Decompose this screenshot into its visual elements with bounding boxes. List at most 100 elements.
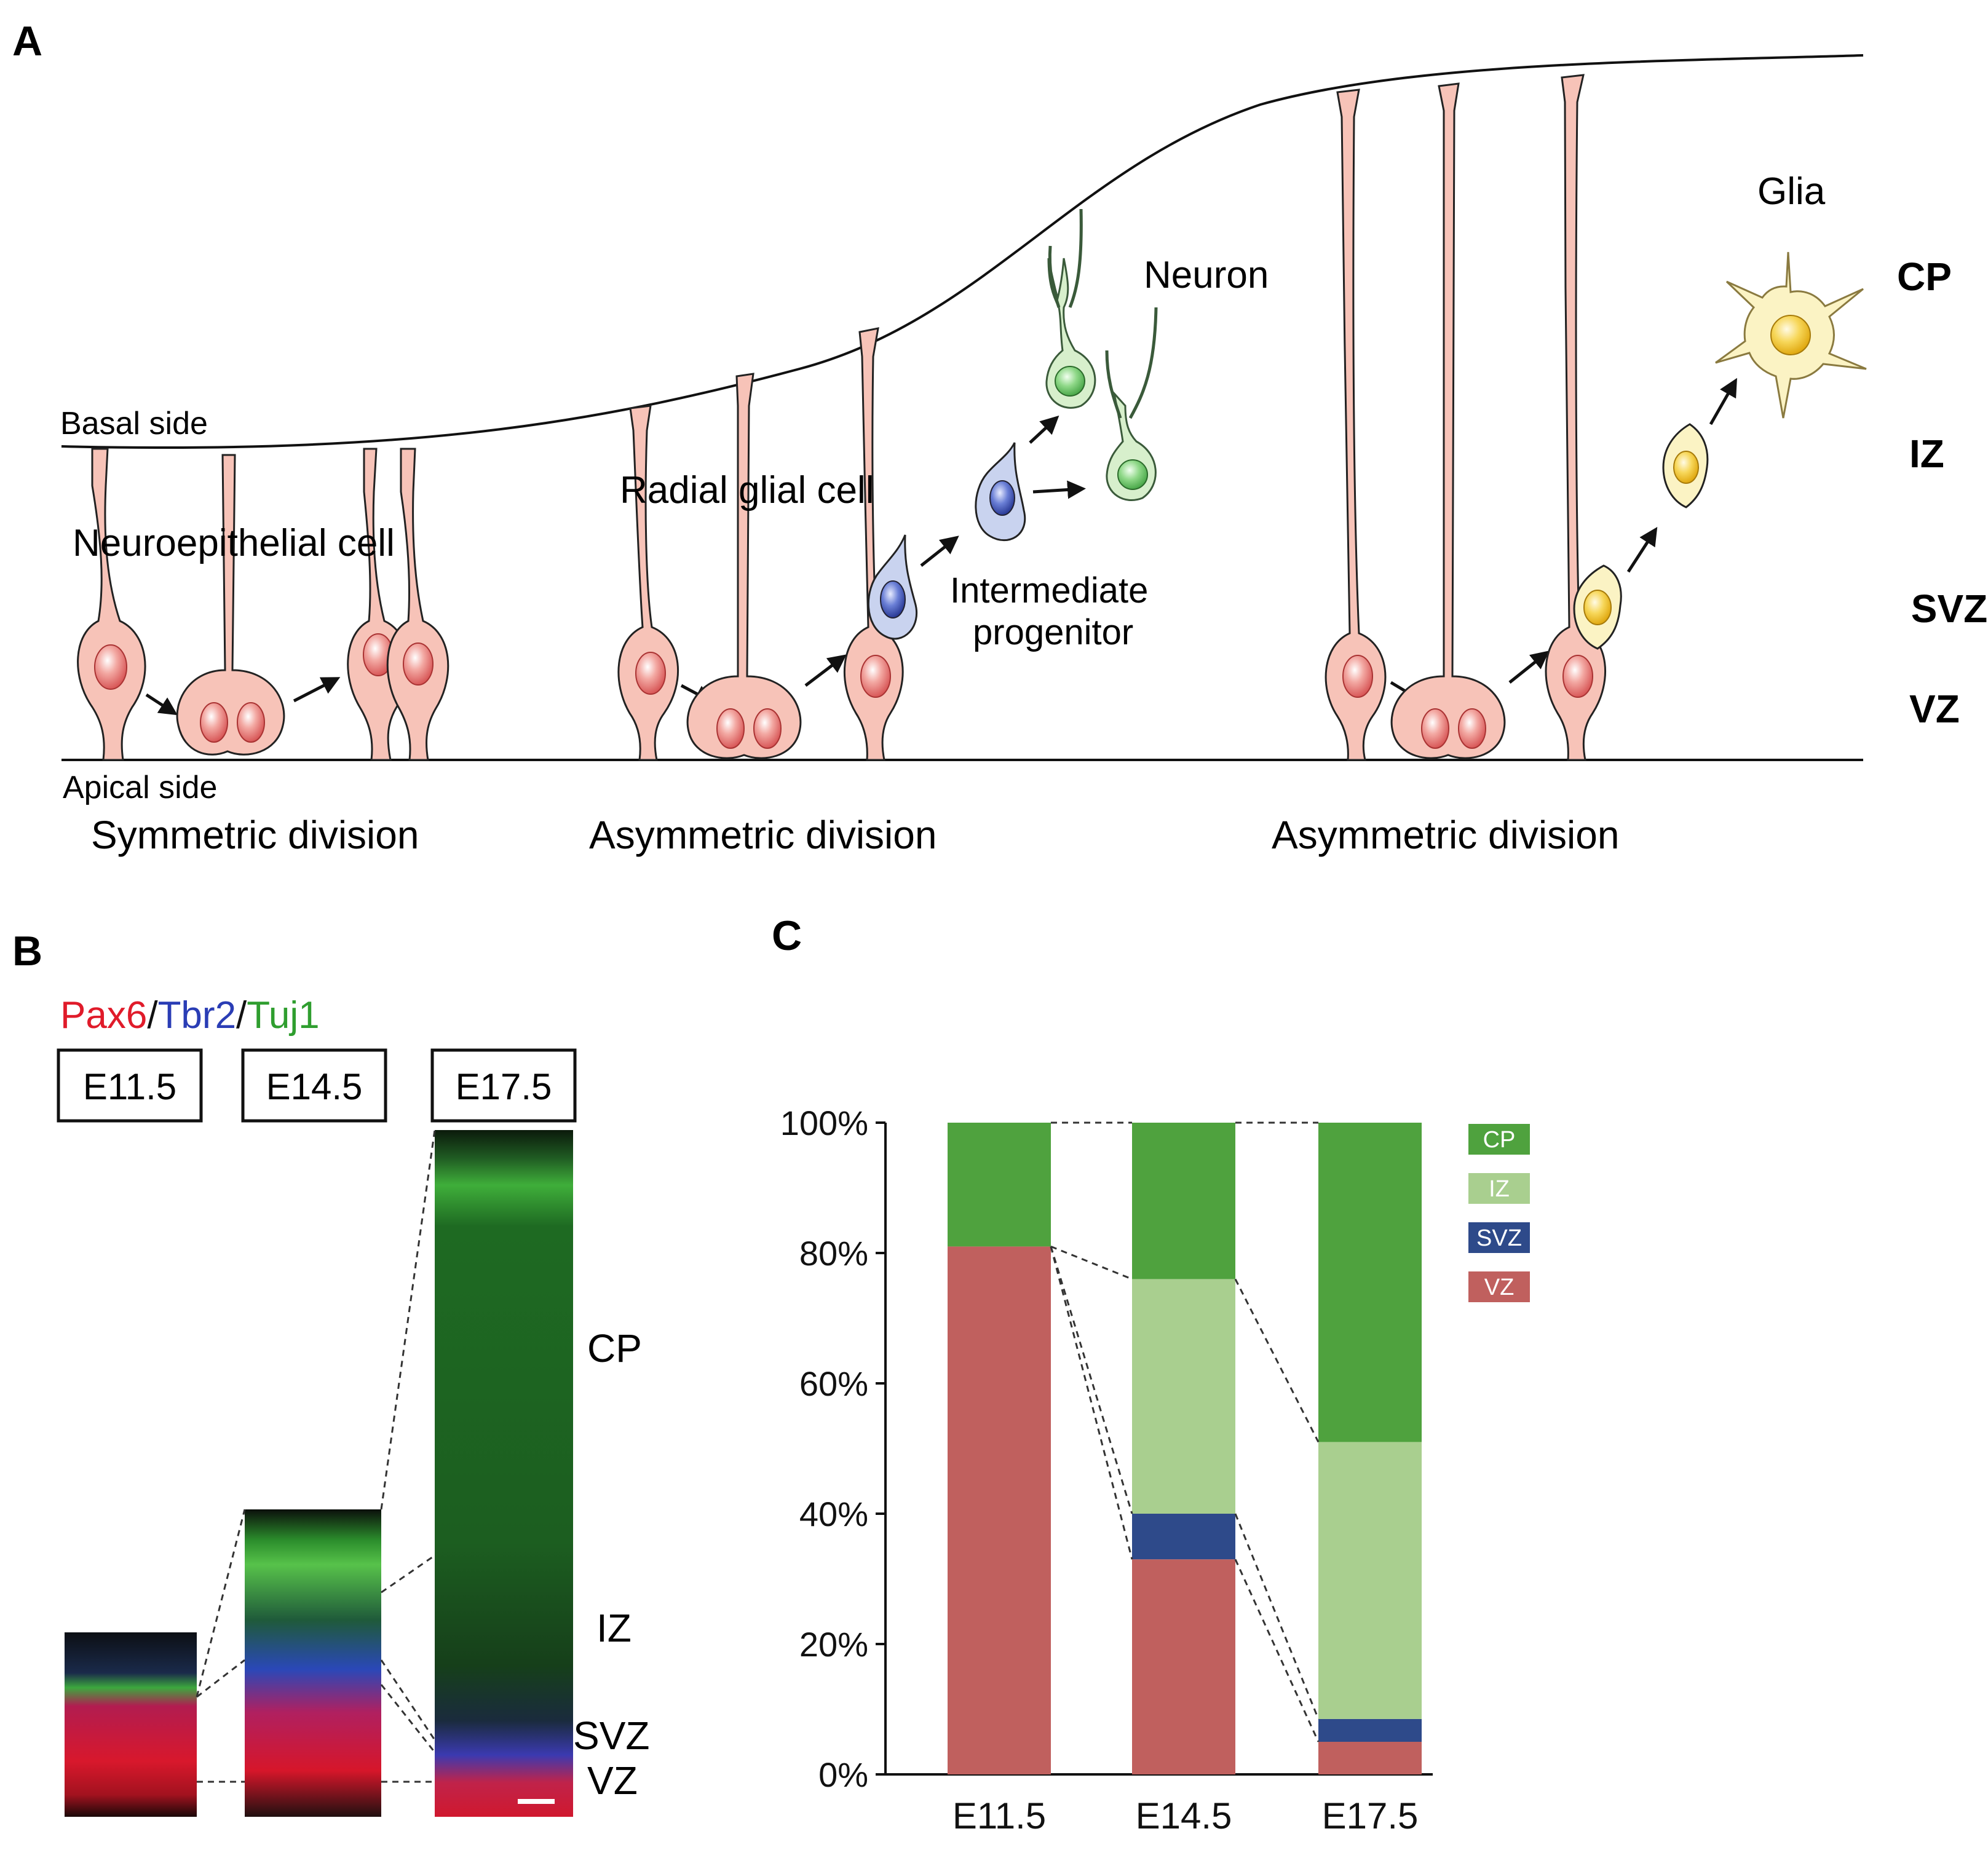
neuroepithelial-cell-left [77, 448, 146, 761]
division-label-asymmetric-2: Asymmetric division [1272, 813, 1619, 857]
apical-side-label: Apical side [63, 770, 217, 805]
micrograph-e11 [65, 1632, 197, 1817]
basal-surface-line [61, 54, 1864, 449]
stage-box-e11 [57, 1048, 203, 1123]
panel-c-letter: C [772, 912, 802, 959]
legend-label-iz: IZ [1489, 1176, 1510, 1202]
b-zone-label-vz: VZ [587, 1758, 638, 1803]
marker-tbr2: Tbr2 [158, 994, 236, 1037]
bar-connector-line [1234, 1278, 1320, 1443]
bar-segment-cp-e175 [1318, 1123, 1422, 1442]
legend-swatch-svz [1468, 1222, 1530, 1253]
radial-glial-label: Radial glial cell [620, 469, 874, 512]
bar-segment-cp-e115 [948, 1123, 1051, 1247]
intermediate-progenitor-label-line1: Intermediate [950, 571, 1148, 611]
legend-label-cp: CP [1483, 1127, 1516, 1153]
marker-sep-2: / [236, 994, 247, 1037]
y-tick-label: 100% [780, 1104, 868, 1142]
radial-glial-cell-1 [617, 405, 679, 761]
panel-a-letter: A [12, 18, 42, 65]
stage-box-e17 [430, 1048, 577, 1123]
bar-segment-svz-e175 [1318, 1718, 1422, 1742]
intermediate-progenitor-cell-1 [867, 534, 917, 640]
intermediate-progenitor-cell-2 [975, 442, 1026, 542]
bar-segment-vz-e115 [948, 1246, 1051, 1774]
stage-label-e17: E17.5 [456, 1066, 552, 1107]
bar-segment-iz-e145 [1132, 1279, 1235, 1514]
glia-label: Glia [1757, 170, 1826, 213]
micrograph-e14 [245, 1509, 381, 1817]
bar-segment-vz-e145 [1132, 1559, 1235, 1774]
arrow-5 [920, 536, 959, 567]
zone-label-svz: SVZ [1911, 587, 1987, 631]
y-tick-label: 40% [799, 1495, 868, 1533]
y-tick-label: 20% [799, 1625, 868, 1664]
arrow-1 [145, 693, 178, 716]
radial-glial-cell-3 [1325, 89, 1387, 761]
arrow-2 [293, 677, 341, 703]
bar-segment-vz-e175 [1318, 1742, 1422, 1774]
y-tick-label: 80% [799, 1234, 868, 1273]
stage-box-e14 [241, 1048, 387, 1123]
dividing-cell-2 [686, 373, 802, 759]
arrow-6 [1029, 415, 1059, 444]
dividing-cell-3 [1390, 82, 1506, 759]
x-tick-label: E17.5 [1322, 1795, 1419, 1836]
panel-b-letter: B [12, 928, 42, 974]
radial-glial-cell-2 [843, 327, 904, 761]
marker-pax6: Pax6 [60, 994, 147, 1037]
stacked-bar-chart: 0% 20% 40% 60% 80% 100% E11.5 E14.5 E17.5 CP IZ SVZ… [780, 1104, 1530, 1836]
marker-sep-1: / [147, 994, 158, 1037]
arrow-4 [804, 654, 847, 687]
neuron-cell-1 [1045, 208, 1096, 409]
marker-tuj1: Tuj1 [247, 994, 319, 1037]
arrow-9 [1508, 650, 1550, 684]
micrograph-connector-lines [196, 1129, 436, 1783]
legend-swatch-cp [1468, 1124, 1530, 1155]
neuron-cell-2 [1105, 307, 1158, 502]
basal-side-label: Basal side [60, 406, 208, 441]
arrow-10 [1626, 526, 1658, 573]
stage-label-e14: E14.5 [266, 1066, 363, 1107]
radial-glial-cell-4 [1545, 74, 1607, 761]
bar-connector-line [1050, 1246, 1133, 1514]
legend-swatch-vz [1468, 1271, 1530, 1302]
neuroepithelial-label: Neuroepithelial cell [73, 522, 395, 564]
b-zone-label-iz: IZ [596, 1606, 632, 1650]
b-zone-label-cp: CP [587, 1326, 642, 1370]
glia-cell [1715, 251, 1867, 419]
neuron-label: Neuron [1144, 254, 1269, 296]
zone-label-iz: IZ [1909, 432, 1944, 476]
dividing-cell-1 [176, 454, 285, 756]
zone-label-cp: CP [1897, 255, 1952, 299]
x-tick-label: E11.5 [952, 1795, 1046, 1836]
intermediate-progenitor-label-line2: progenitor [973, 612, 1133, 652]
bar-connector-line [1234, 1513, 1320, 1720]
glial-progenitor-cell-2 [1662, 423, 1709, 508]
bar-segment-svz-e145 [1132, 1514, 1235, 1560]
micrograph-e17 [435, 1130, 573, 1817]
y-tick-label: 0% [818, 1755, 868, 1794]
y-tick-label: 60% [799, 1364, 868, 1403]
bar-connector-line [1050, 1246, 1133, 1280]
legend-label-svz: SVZ [1476, 1225, 1522, 1251]
arrow-7 [1032, 480, 1086, 499]
panel-b: B Pax6/Tbr2/Tuj1 E11.5 E14.5 E17.5 CP IZ… [12, 928, 649, 1817]
neuroepithelial-cell-pair [347, 448, 449, 761]
arrow-11 [1709, 378, 1737, 425]
bar-connector-line [1234, 1559, 1320, 1742]
legend-swatch-iz [1468, 1173, 1530, 1204]
stage-label-e11: E11.5 [83, 1066, 176, 1107]
panel-c: C 0% 20% 40% 60% 80% 100% E11.5 E14.5 E17.5 CP IZ S… [772, 912, 1530, 1836]
bar-segment-cp-e145 [1132, 1123, 1235, 1279]
b-zone-label-svz: SVZ [573, 1714, 649, 1758]
glial-progenitor-cell-1 [1573, 564, 1622, 650]
bar-connector-line [1050, 1246, 1133, 1560]
legend-label-vz: VZ [1484, 1275, 1515, 1300]
division-label-asymmetric-1: Asymmetric division [589, 813, 937, 857]
marker-legend: Pax6/Tbr2/Tuj1 [60, 994, 320, 1037]
x-tick-label: E14.5 [1136, 1795, 1232, 1836]
division-label-symmetric: Symmetric division [91, 813, 419, 857]
zone-label-vz: VZ [1909, 687, 1960, 731]
bar-segment-iz-e175 [1318, 1442, 1422, 1719]
